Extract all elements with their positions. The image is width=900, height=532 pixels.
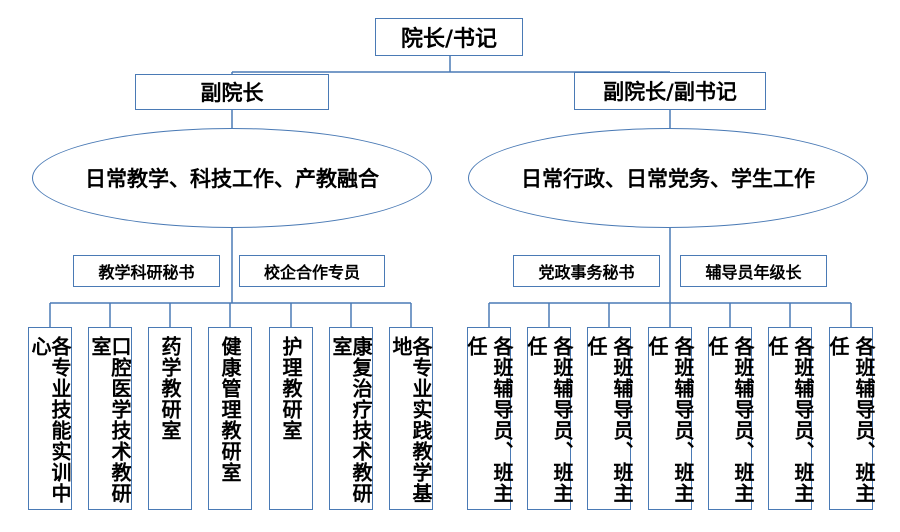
right-unit-2-label: 各班辅导员、班主任 (524, 336, 574, 504)
left-head-box: 副院长 (135, 74, 329, 110)
right-unit-1: 各班辅导员、班主任 (464, 327, 514, 510)
left-assistant-1-label: 教学科研秘书 (98, 263, 195, 282)
left-unit-4: 健康管理教研室 (208, 327, 252, 510)
left-unit-2-label: 口腔医学技术教研室 (88, 336, 132, 504)
right-unit-7-label: 各班辅导员、班主任 (826, 336, 876, 504)
left-unit-5: 护理教研室 (269, 327, 313, 510)
left-unit-1-label: 各专业技能实训中心 (28, 336, 72, 504)
left-unit-1: 各专业技能实训中心 (28, 327, 72, 510)
right-unit-1-label: 各班辅导员、班主任 (464, 336, 514, 504)
left-unit-3-label: 药学教研室 (158, 336, 182, 441)
left-duty-label: 日常教学、科技工作、产教融合 (85, 167, 379, 191)
right-assistant-2: 辅导员年级长 (680, 255, 827, 287)
left-unit-7: 各专业实践教学基地 (389, 327, 433, 510)
right-unit-6: 各班辅导员、班主任 (765, 327, 815, 510)
top-leader-label: 院长/书记 (400, 27, 498, 52)
left-duty-ellipse: 日常教学、科技工作、产教融合 (32, 128, 432, 228)
right-unit-4: 各班辅导员、班主任 (645, 327, 695, 510)
right-unit-2: 各班辅导员、班主任 (524, 327, 574, 510)
right-unit-5-label: 各班辅导员、班主任 (705, 336, 755, 504)
right-assistant-1: 党政事务秘书 (513, 255, 660, 287)
right-duty-label: 日常行政、日常党务、学生工作 (521, 167, 815, 191)
right-head-box: 副院长/副书记 (574, 72, 766, 110)
left-unit-6-label: 康复治疗技术教研室 (329, 336, 373, 504)
left-head-label: 副院长 (200, 81, 264, 105)
right-unit-4-label: 各班辅导员、班主任 (645, 336, 695, 504)
left-assistant-2-label: 校企合作专员 (263, 263, 360, 282)
right-unit-6-label: 各班辅导员、班主任 (765, 336, 815, 504)
right-unit-5: 各班辅导员、班主任 (705, 327, 755, 510)
left-unit-7-label: 各专业实践教学基地 (389, 336, 433, 504)
right-unit-3: 各班辅导员、班主任 (584, 327, 634, 510)
left-unit-5-label: 护理教研室 (279, 336, 303, 441)
right-assistant-2-label: 辅导员年级长 (705, 263, 802, 282)
left-assistant-1: 教学科研秘书 (73, 255, 220, 287)
left-unit-2: 口腔医学技术教研室 (88, 327, 132, 510)
right-head-label: 副院长/副书记 (603, 80, 737, 104)
right-duty-ellipse: 日常行政、日常党务、学生工作 (468, 128, 868, 228)
left-unit-4-label: 健康管理教研室 (218, 336, 242, 483)
top-leader-box: 院长/书记 (375, 18, 523, 56)
right-unit-7: 各班辅导员、班主任 (826, 327, 876, 510)
left-unit-3: 药学教研室 (148, 327, 192, 510)
right-assistant-1-label: 党政事务秘书 (538, 263, 635, 282)
left-assistant-2: 校企合作专员 (239, 255, 385, 287)
right-unit-3-label: 各班辅导员、班主任 (584, 336, 634, 504)
left-unit-6: 康复治疗技术教研室 (329, 327, 373, 510)
